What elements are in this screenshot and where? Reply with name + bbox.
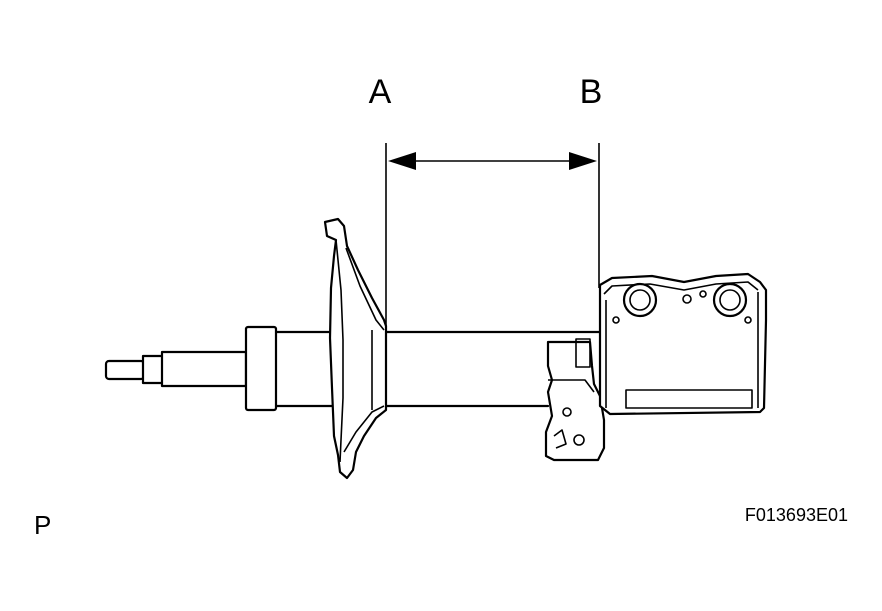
arrowhead-right <box>569 152 597 170</box>
view-marker-p: P <box>34 510 51 540</box>
arrowhead-left <box>388 152 416 170</box>
label-a: A <box>369 73 392 111</box>
dimension-a-to-b <box>385 143 600 330</box>
piston-rod <box>104 350 248 388</box>
figure-code: F013693E01 <box>745 505 848 525</box>
upper-cap <box>244 325 278 412</box>
knuckle-bracket <box>598 272 768 416</box>
bracket-clip <box>544 338 606 462</box>
label-b: B <box>580 73 603 111</box>
spring-seat <box>323 217 388 480</box>
